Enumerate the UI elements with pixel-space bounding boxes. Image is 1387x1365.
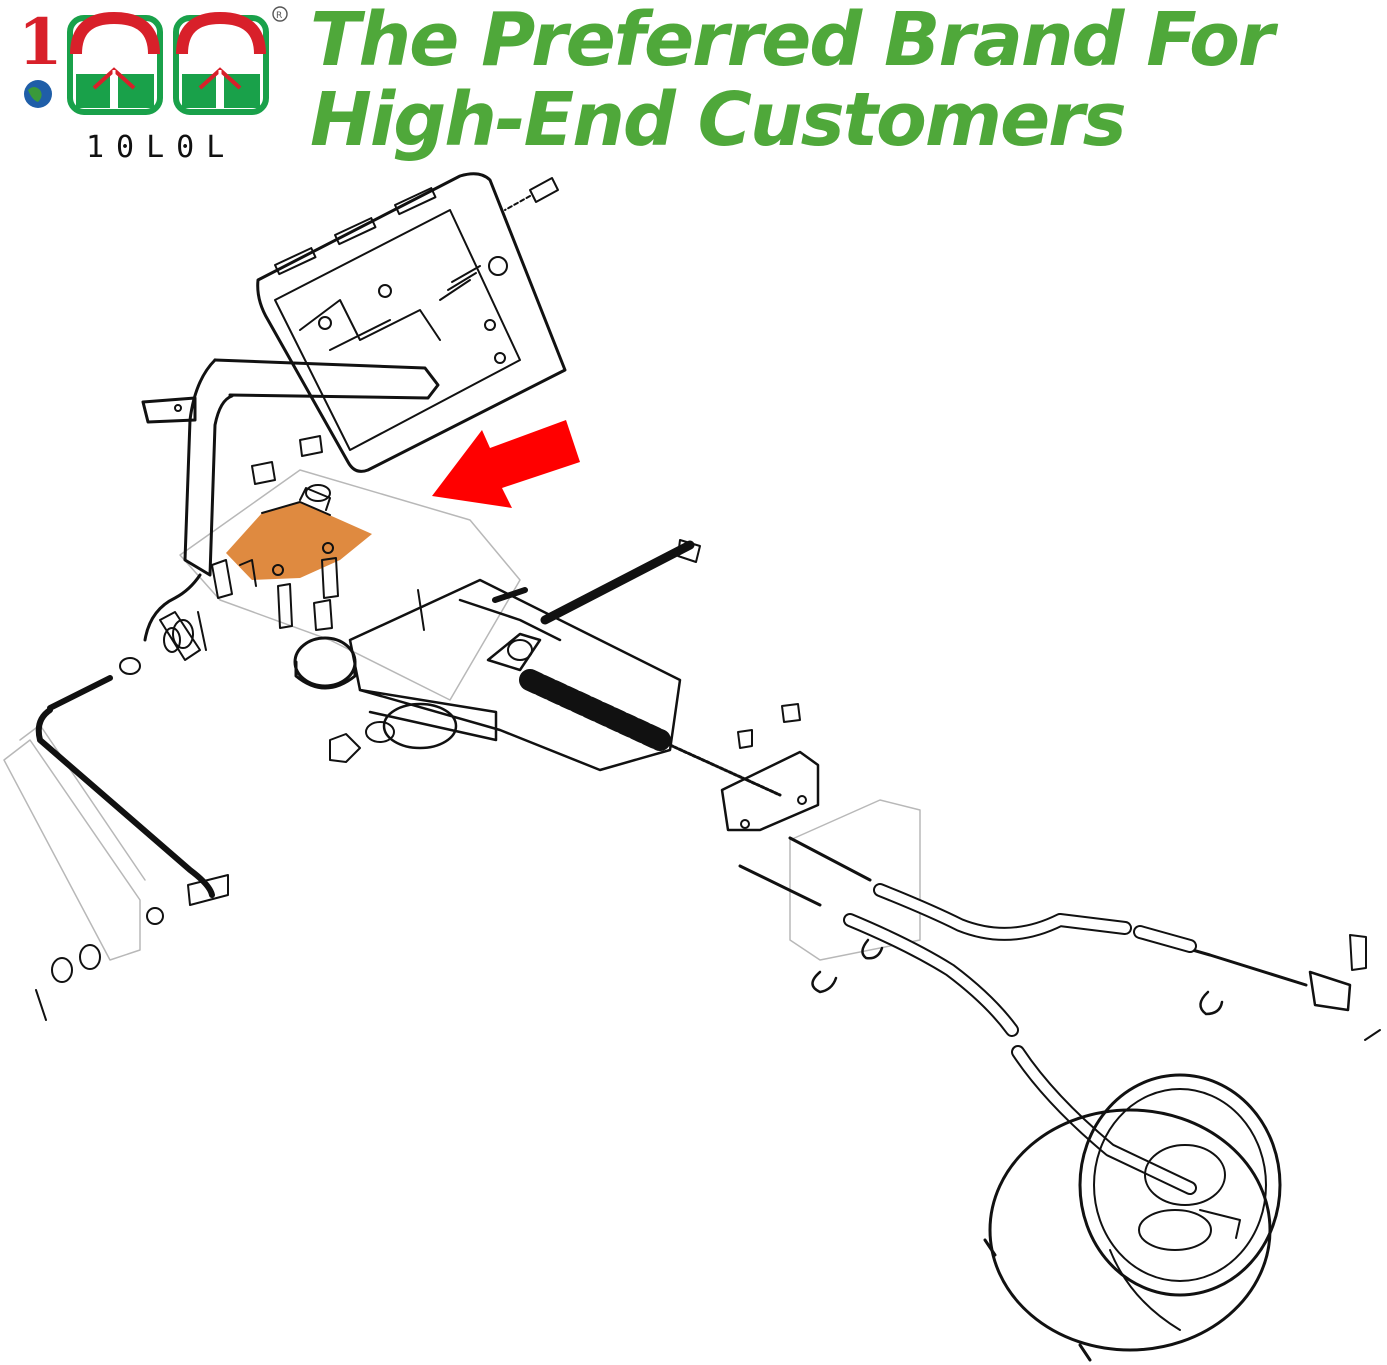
logo-mark: 1 R [18, 5, 288, 115]
highlighted-pivot-bracket [226, 502, 372, 580]
pivot-washers [119, 573, 207, 675]
pedal-arm [141, 358, 440, 577]
brand-logo: 1 R 10L0L [10, 4, 300, 165]
lever-body [329, 578, 682, 772]
pedal-bolt [504, 177, 559, 211]
accelerator-pedal-pad [256, 172, 567, 473]
pedal-shaft [35, 675, 229, 1021]
equalizer-bracket [720, 703, 820, 832]
logo-caption: 10L0L [86, 130, 237, 165]
retaining-clips [811, 938, 1224, 1016]
brake-cables [738, 836, 1381, 1195]
svg-text:R: R [276, 11, 282, 21]
svg-text:1: 1 [18, 5, 63, 80]
pedal-bumper [293, 636, 357, 690]
return-spring [486, 632, 671, 751]
adjusting-rod [492, 539, 782, 797]
bracket-outline [261, 484, 334, 576]
red-indicator-arrow [432, 420, 580, 508]
brake-pedal-assembly-diagram [3, 172, 1381, 1362]
bracket-bolts [211, 557, 425, 631]
headline: The Preferred Brand For High-End Custome… [310, 0, 1274, 163]
pedal-nuts [251, 435, 323, 485]
brake-drum [983, 1073, 1282, 1362]
